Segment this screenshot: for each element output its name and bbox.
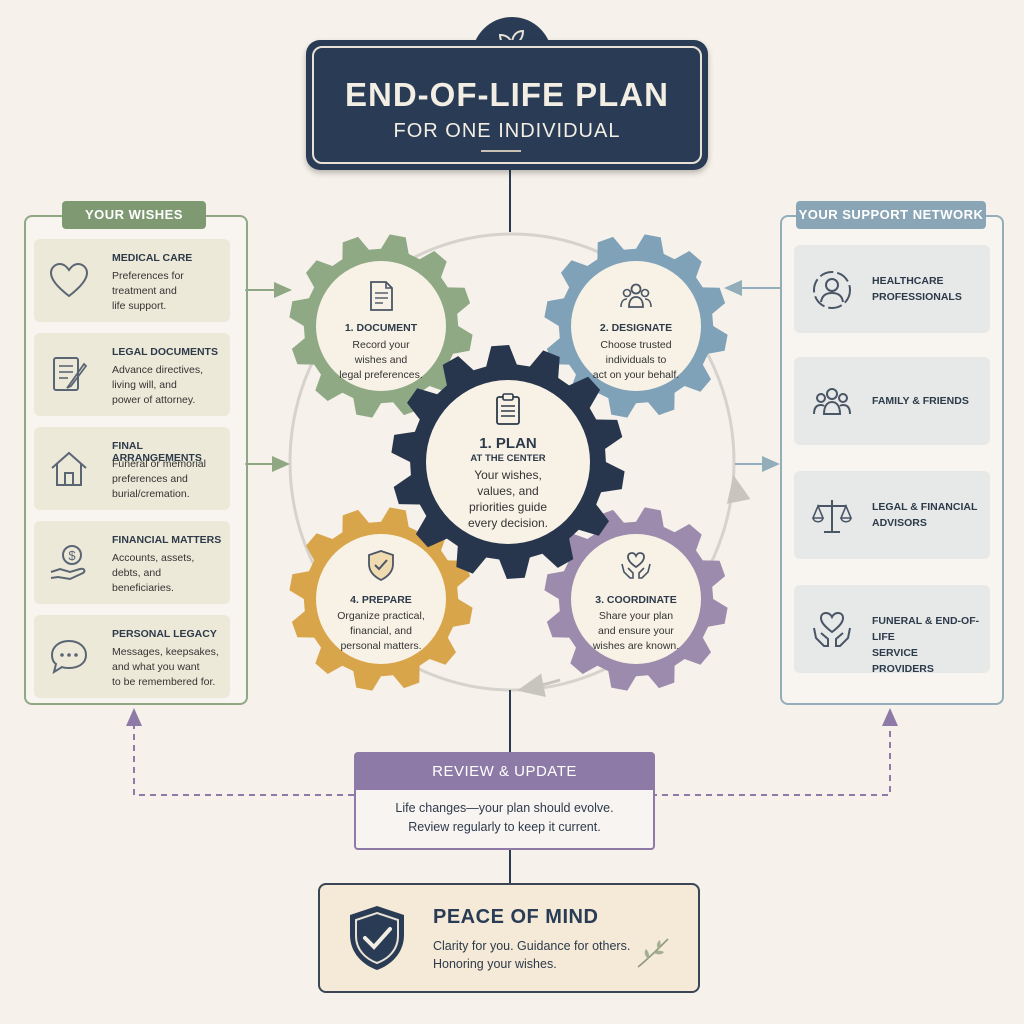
gear-face xyxy=(571,261,701,391)
gear-title: 1. DOCUMENT xyxy=(344,322,418,334)
scales-icon xyxy=(811,500,853,533)
title-divider xyxy=(481,150,521,152)
shield-check-icon xyxy=(350,906,404,970)
leaf-sprig-icon xyxy=(637,938,669,968)
cycle-arrow-right xyxy=(726,475,751,504)
gear-face xyxy=(426,380,590,544)
shield-check-icon xyxy=(368,550,394,582)
gear-title: 1. PLAN xyxy=(479,435,537,452)
wishes-label: YOUR WISHES xyxy=(62,201,206,229)
wish-title: LEGAL DOCUMENTS xyxy=(112,346,218,358)
heart-hands-icon xyxy=(813,611,851,647)
wish-card-legal-documents: LEGAL DOCUMENTS Advance directives,livin… xyxy=(34,333,230,416)
review-loop-left xyxy=(126,708,354,796)
review-header: REVIEW & UPDATE xyxy=(356,754,653,790)
peace-line: Clarity for you. Guidance for others. xyxy=(433,939,631,953)
review-loop-right xyxy=(651,708,898,796)
peace-title: PEACE OF MIND xyxy=(433,906,599,928)
wish-title: FINAL ARRANGEMENTS xyxy=(112,440,202,464)
document-pen-icon xyxy=(53,357,88,391)
people-icon xyxy=(620,283,652,308)
person-icon xyxy=(813,271,851,309)
heart-hands-icon xyxy=(621,552,651,579)
wish-card-financial-matters: $ FINANCIAL MATTERS Accounts, assets,deb… xyxy=(34,521,230,604)
page-subtitle: FOR ONE INDIVIDUAL xyxy=(393,120,621,142)
wish-title: MEDICAL CARE xyxy=(112,252,193,264)
review-update-box: REVIEW & UPDATE Life changes—your plan s… xyxy=(354,752,655,850)
wish-title: FINANCIAL MATTERS xyxy=(112,534,222,546)
cycle-arrow-bottom xyxy=(517,673,561,698)
gear-title: 4. PREPARE xyxy=(350,594,412,606)
house-icon xyxy=(51,451,87,486)
gear-title: 3. COORDINATE xyxy=(595,594,677,606)
title-banner: END-OF-LIFE PLAN FOR ONE INDIVIDUAL xyxy=(306,40,708,170)
wish-card-personal-legacy: PERSONAL LEGACY Messages, keepsakes,and … xyxy=(34,615,230,698)
peace-line: Honoring your wishes. xyxy=(433,957,557,971)
speech-bubble-icon xyxy=(50,639,88,675)
support-network-label: YOUR SUPPORT NETWORK xyxy=(796,201,986,229)
review-line: Life changes—your plan should evolve. xyxy=(395,801,614,815)
page-title: END-OF-LIFE PLAN xyxy=(345,76,669,113)
svg-text:$: $ xyxy=(68,548,76,563)
clipboard-icon xyxy=(496,393,520,425)
document-icon xyxy=(370,281,393,311)
gear-subtitle: AT THE CENTER xyxy=(470,453,546,464)
network-card-family: FAMILY & FRIENDS xyxy=(794,357,990,445)
cycle-ring xyxy=(288,232,736,692)
gear-title: 2. DESIGNATE xyxy=(599,322,673,334)
review-line: Review regularly to keep it current. xyxy=(408,820,601,834)
network-text: FAMILY & FRIENDS xyxy=(872,395,969,407)
peace-of-mind-box: PEACE OF MIND Clarity for you. Guidance … xyxy=(318,883,700,993)
group-icon xyxy=(813,388,851,415)
wish-title: PERSONAL LEGACY xyxy=(112,628,217,640)
heart-icon xyxy=(49,262,89,298)
gear-plan-center: 1. PLAN AT THE CENTER Your wishes,values… xyxy=(390,344,626,580)
money-hand-icon: $ xyxy=(50,545,86,581)
gear-face xyxy=(316,534,446,664)
gear-prepare: 4. PREPARE Organize practical,financial,… xyxy=(288,506,474,692)
